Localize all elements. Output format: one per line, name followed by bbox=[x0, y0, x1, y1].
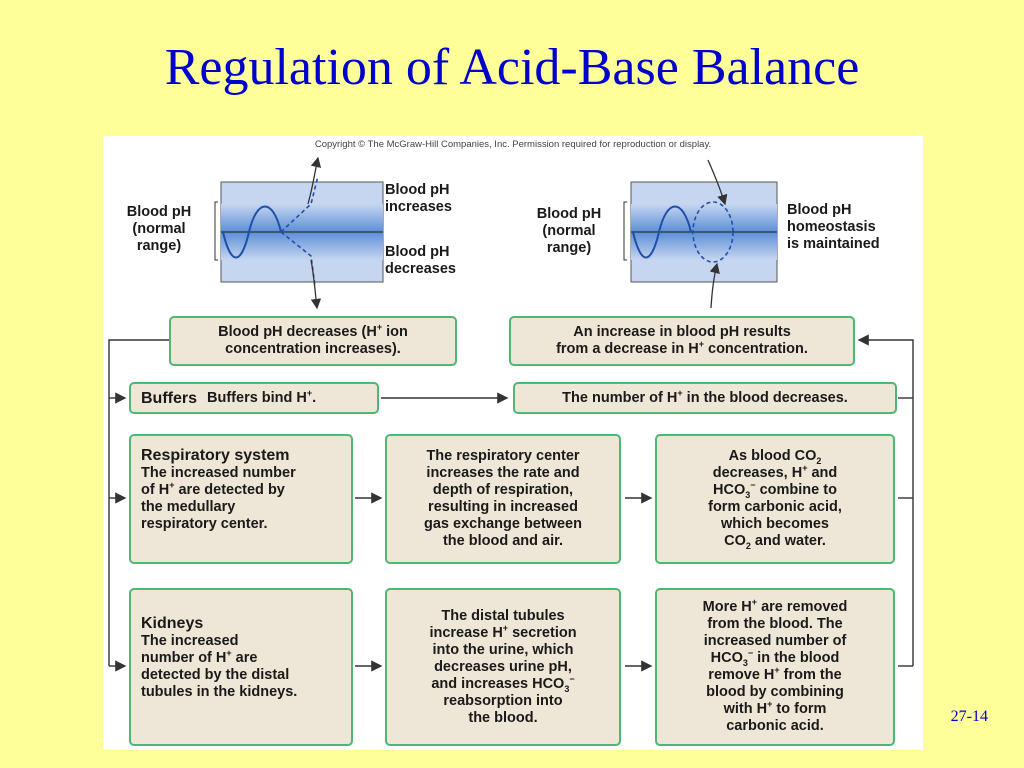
carbonic-acid-box: As blood CO2 decreases, H+ and HCO3− com… bbox=[655, 434, 895, 564]
ph-increases-label: Blood pH increases bbox=[385, 182, 452, 215]
acid-base-figure: Copyright © The McGraw-Hill Companies, I… bbox=[103, 136, 923, 750]
distal-tubules-box: The distal tubules increase H+ secretion… bbox=[385, 588, 621, 746]
respiratory-center-box: The respiratory center increases the rat… bbox=[385, 434, 621, 564]
respiratory-system-box: Respiratory system The increased number … bbox=[129, 434, 353, 564]
left-connector bbox=[108, 339, 169, 672]
kidneys-box: Kidneys The increased number of H+ are d… bbox=[129, 588, 353, 746]
homeostasis-label: Blood pH homeostasis is maintained bbox=[787, 202, 880, 252]
copyright-notice: Copyright © The McGraw-Hill Companies, I… bbox=[314, 139, 712, 150]
slide-number: 27-14 bbox=[950, 708, 988, 725]
left-ph-graph bbox=[214, 156, 384, 310]
buffers-heading: Buffers bbox=[141, 389, 198, 407]
respiratory-heading: Respiratory system bbox=[141, 447, 290, 464]
right-axis-label: Blood pH (normal range) bbox=[536, 206, 602, 256]
ph-decreases-box: Blood pH decreases (H+ ion concentration… bbox=[169, 316, 457, 366]
buffers-result-box: The number of H+ in the blood decreases. bbox=[513, 382, 897, 414]
row-arrows bbox=[355, 392, 653, 672]
slide-title: Regulation of Acid-Base Balance bbox=[164, 39, 860, 96]
kidneys-heading: Kidneys bbox=[141, 615, 204, 632]
ph-decreases-label: Blood pH decreases bbox=[385, 244, 456, 277]
left-axis-label: Blood pH (normal range) bbox=[126, 204, 192, 254]
right-ph-graph bbox=[623, 159, 778, 309]
right-connector bbox=[857, 334, 914, 667]
h-removed-box: More H+ are removed from the blood. The … bbox=[655, 588, 895, 746]
buffers-box: Buffers Buffers bind H+. bbox=[129, 382, 379, 414]
ph-increase-result-box: An increase in blood pH results from a d… bbox=[509, 316, 855, 366]
diagram-graphics bbox=[108, 156, 914, 672]
